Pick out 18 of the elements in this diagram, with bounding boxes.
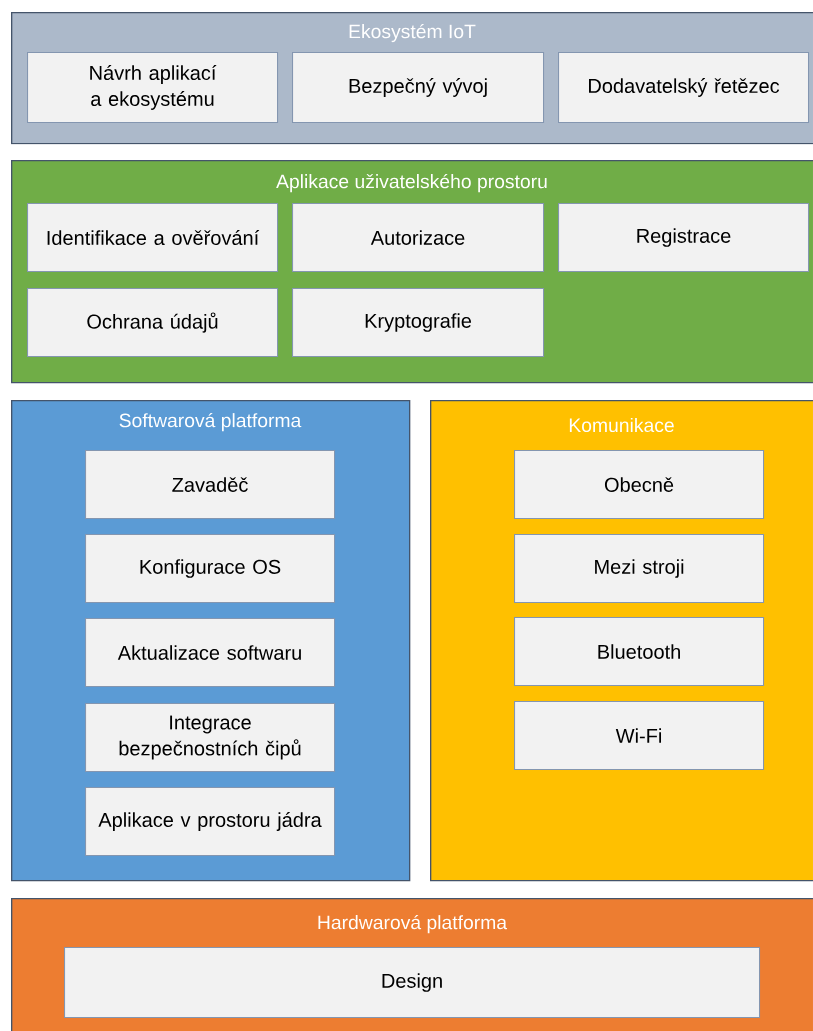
component-box: Konfigurace OS xyxy=(85,534,336,604)
component-box: Registrace xyxy=(558,203,810,273)
component-box: Mezi stroji xyxy=(514,534,765,604)
component-box: Kryptografie xyxy=(292,288,545,358)
component-box: Obecně xyxy=(514,450,765,520)
component-box: Design xyxy=(64,947,761,1019)
component-box: Wi-Fi xyxy=(514,701,765,771)
component-box: Návrh aplikací a ekosystému xyxy=(27,52,279,124)
component-box: Ochrana údajů xyxy=(27,288,279,358)
component-box: Aktualizace softwaru xyxy=(85,618,336,688)
component-box: Dodavatelský řetězec xyxy=(558,52,810,124)
component-box: Integrace bezpečnostních čipů xyxy=(85,703,336,773)
component-box: Identifikace a ověřování xyxy=(27,203,279,273)
component-box: Bezpečný vývoj xyxy=(292,52,545,124)
component-box: Bluetooth xyxy=(514,617,765,687)
component-box: Aplikace v prostoru jádra xyxy=(85,787,336,857)
component-box: Zavaděč xyxy=(85,450,336,520)
component-box: Autorizace xyxy=(292,203,545,273)
